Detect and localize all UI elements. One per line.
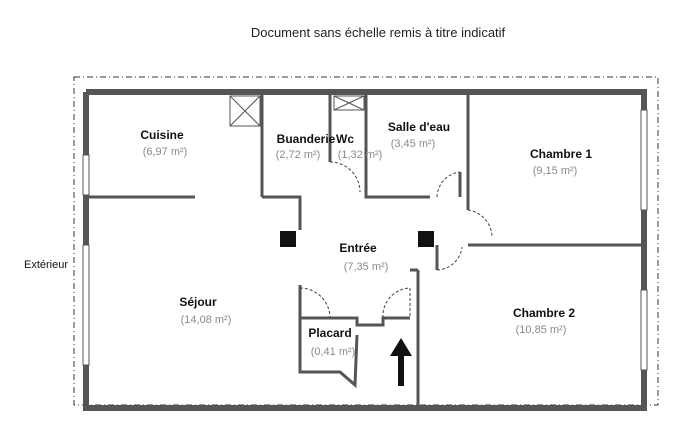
column-left xyxy=(280,231,296,247)
room-name-buanderie: Buanderie xyxy=(277,132,336,146)
room-area-cuisine: (6,97 m²) xyxy=(143,146,188,158)
room-name-chambre2: Chambre 2 xyxy=(513,306,575,320)
room-area-sejour: (14,08 m²) xyxy=(181,314,232,326)
room-name-salle-eau: Salle d'eau xyxy=(388,120,450,134)
column-right xyxy=(418,231,434,247)
room-area-wc: (1,32 m²) xyxy=(338,149,383,161)
room-area-entree: (7,35 m²) xyxy=(344,261,389,273)
room-area-salle-eau: (3,45 m²) xyxy=(391,138,436,150)
room-name-chambre1: Chambre 1 xyxy=(530,147,592,161)
door-swings xyxy=(299,161,493,319)
room-name-cuisine: Cuisine xyxy=(140,128,184,142)
room-name-wc: Wc xyxy=(336,132,354,146)
room-area-chambre1: (9,15 m²) xyxy=(533,165,578,177)
windows xyxy=(82,109,648,371)
ventilation-shaft-icon xyxy=(229,95,365,127)
room-name-entree: Entrée xyxy=(339,241,377,255)
room-name-sejour: Séjour xyxy=(179,295,217,309)
room-name-placard: Placard xyxy=(308,326,351,340)
exterior-boundary xyxy=(73,76,659,406)
entrance-arrow-icon xyxy=(390,338,412,386)
plan-caption: Document sans échelle remis à titre indi… xyxy=(251,25,506,40)
outside-label: Extérieur xyxy=(24,259,68,271)
room-area-chambre2: (10,85 m²) xyxy=(516,324,567,336)
room-area-placard: (0,41 m²) xyxy=(311,346,356,358)
interior-walls xyxy=(86,92,644,408)
room-area-buanderie: (2,72 m²) xyxy=(276,149,321,161)
